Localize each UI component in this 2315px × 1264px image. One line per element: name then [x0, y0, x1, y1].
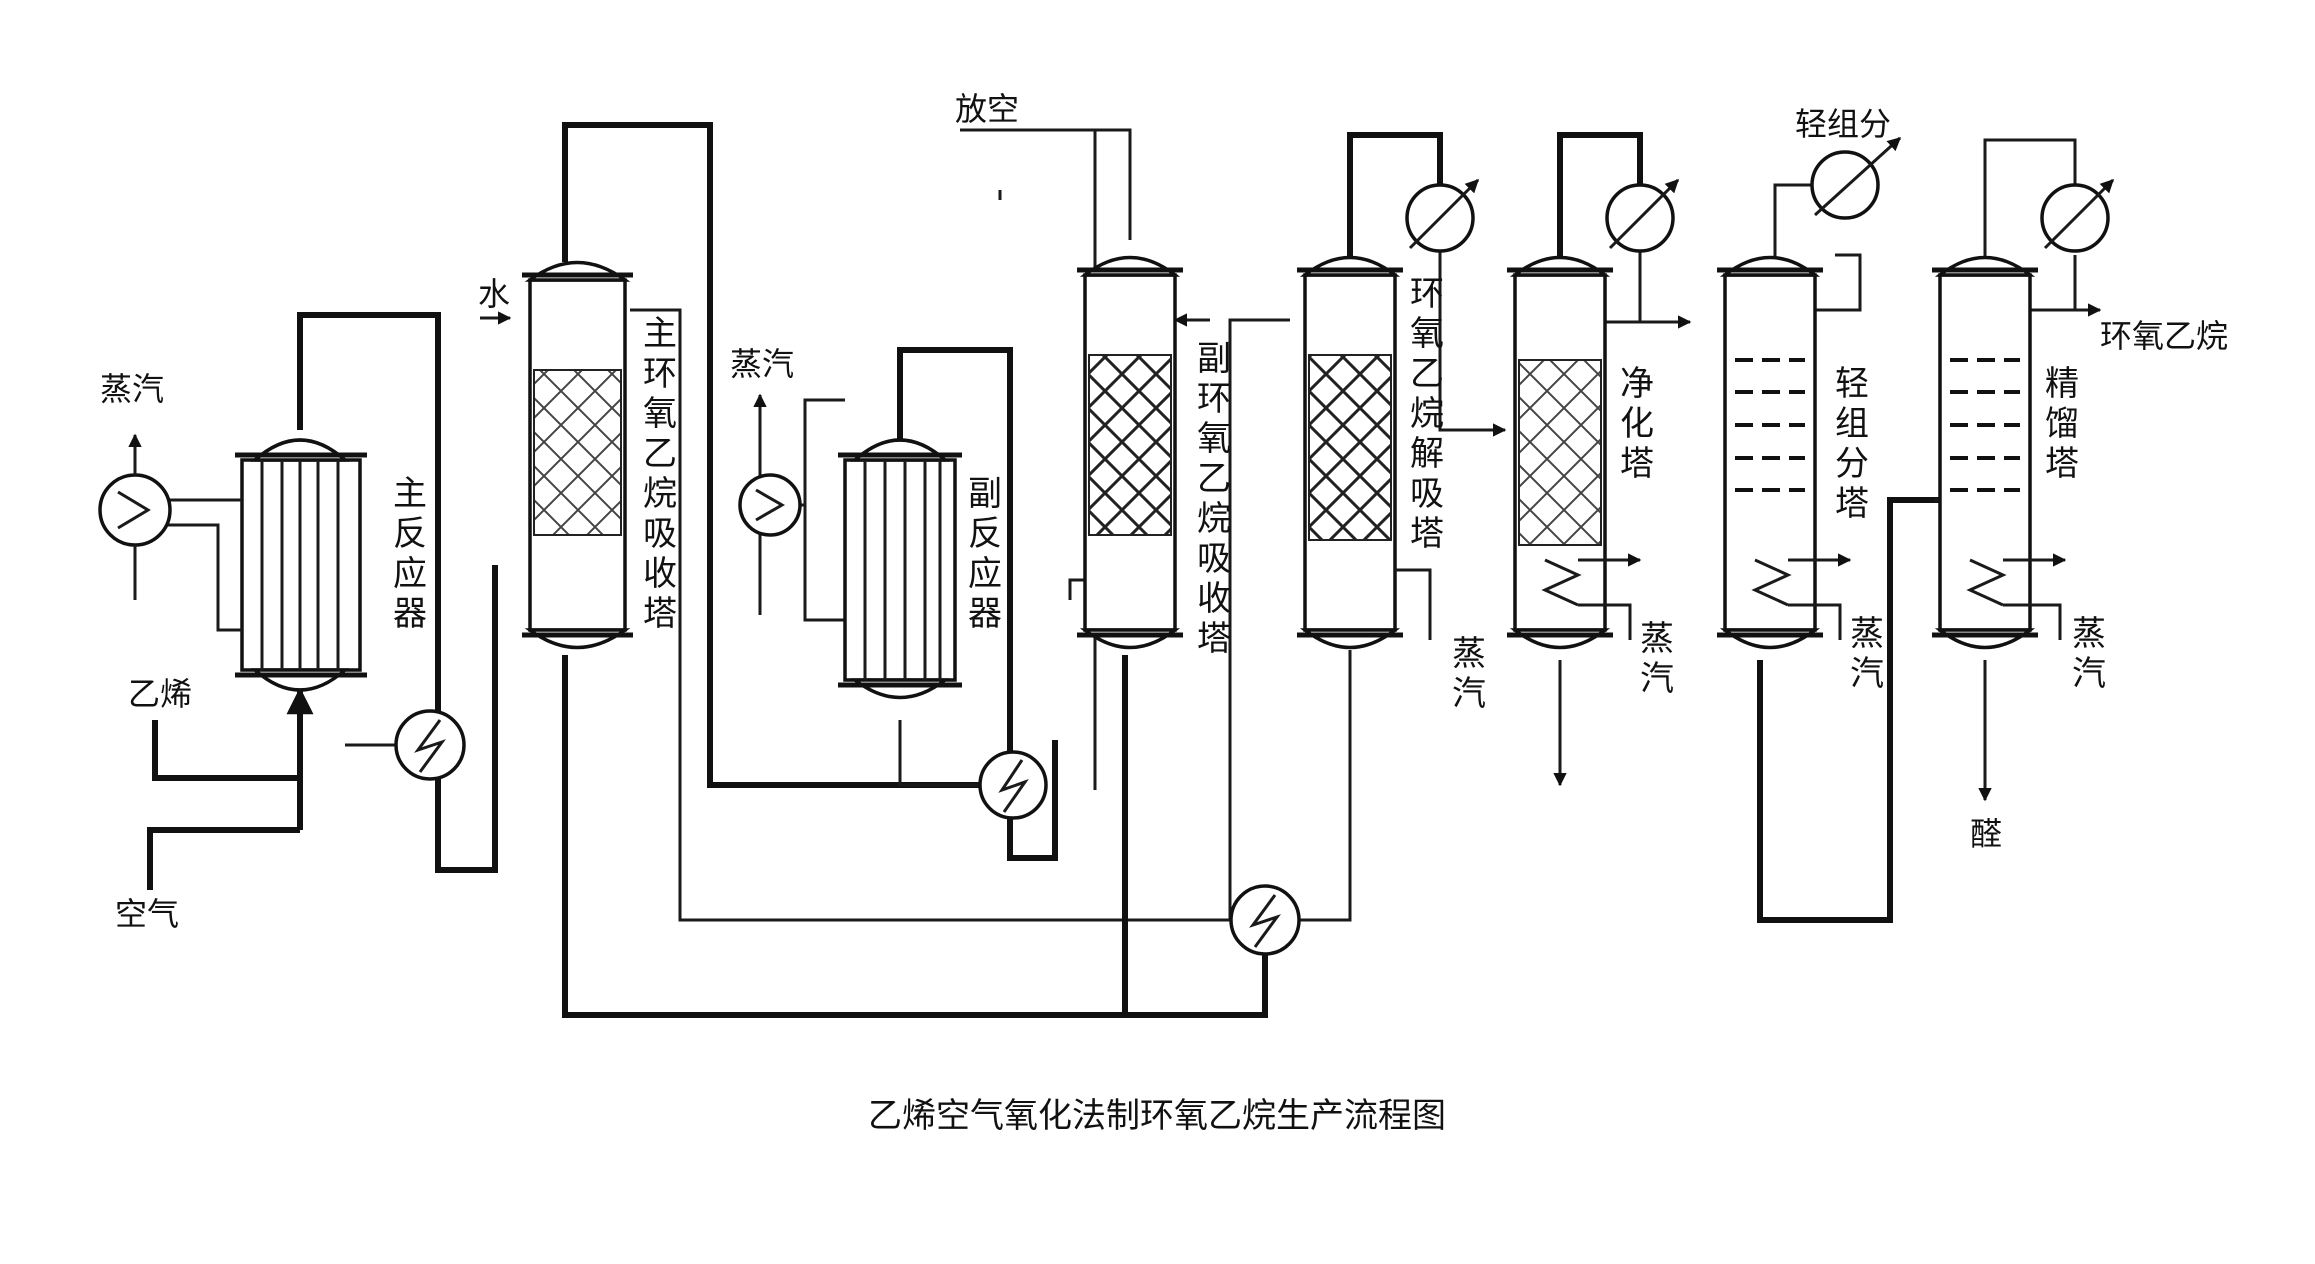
main-steam-generator: [98, 433, 172, 600]
main-reactor: [165, 438, 367, 692]
feed-heat-exchanger: [394, 709, 466, 781]
rectifier-label: 精馏塔: [2045, 364, 2079, 484]
steam-label-2: 蒸汽: [730, 345, 794, 383]
vent-label: 放空: [955, 90, 1019, 128]
aux-absorber-column: [1077, 255, 1183, 650]
purifier-condenser: [1605, 178, 1680, 253]
diagram-caption: 乙烯空气氧化法制环氧乙烷生产流程图: [868, 1096, 1446, 1136]
equipment-labels: 主反应器 主环氧乙烷吸收塔 副反应器 副环氧乙烷吸收塔 环氧乙烷解吸塔 净化塔 …: [393, 274, 2079, 659]
desorber-column: [1297, 255, 1432, 650]
steam-label-1: 蒸汽: [100, 370, 164, 408]
ethylene-oxide-product-label: 环氧乙烷: [2100, 317, 2228, 355]
purifier-steam-label: 蒸汽: [1640, 619, 1674, 699]
aldehyde-label: 醛: [1970, 815, 2002, 853]
rectifier-column: [1932, 255, 2067, 650]
purifier-label: 净化塔: [1620, 364, 1654, 484]
lights-column: [1717, 255, 1852, 650]
main-absorber-label: 主环氧乙烷吸收塔: [643, 314, 677, 634]
main-reactor-label: 主反应器: [393, 474, 427, 634]
aux-steam-generator: [738, 473, 802, 537]
main-absorber-column: [522, 260, 633, 650]
lights-condenser: [1810, 136, 1902, 220]
rectifier-condenser: [2040, 178, 2115, 253]
lights-column-label: 轻组分塔: [1835, 364, 1869, 524]
aux-heat-exchanger: [978, 750, 1048, 820]
desorber-condenser: [1405, 178, 1480, 253]
aux-reactor: [838, 438, 962, 700]
ethylene-label: 乙烯: [128, 675, 192, 713]
rectifier-steam-label: 蒸汽: [2072, 614, 2106, 694]
lean-rich-exchanger: [1229, 884, 1301, 956]
purifier-column: [1507, 255, 1642, 650]
desorber-label: 环氧乙烷解吸塔: [1410, 274, 1444, 554]
stream-labels: 蒸汽 乙烯 空气 水 放空 蒸汽 轻组分 环氧乙烷 醛: [100, 90, 2228, 933]
aux-absorber-label: 副环氧乙烷吸收塔: [1197, 339, 1231, 659]
desorber-steam-label: 蒸汽: [1452, 634, 1486, 714]
lights-steam-label: 蒸汽: [1850, 614, 1884, 694]
air-label: 空气: [115, 895, 179, 933]
vertical-steam-labels: 蒸汽 蒸汽 蒸汽 蒸汽: [1452, 614, 2106, 714]
light-ends-label: 轻组分: [1795, 105, 1891, 143]
aux-reactor-label: 副反应器: [968, 474, 1002, 634]
water-label: 水: [478, 275, 510, 313]
